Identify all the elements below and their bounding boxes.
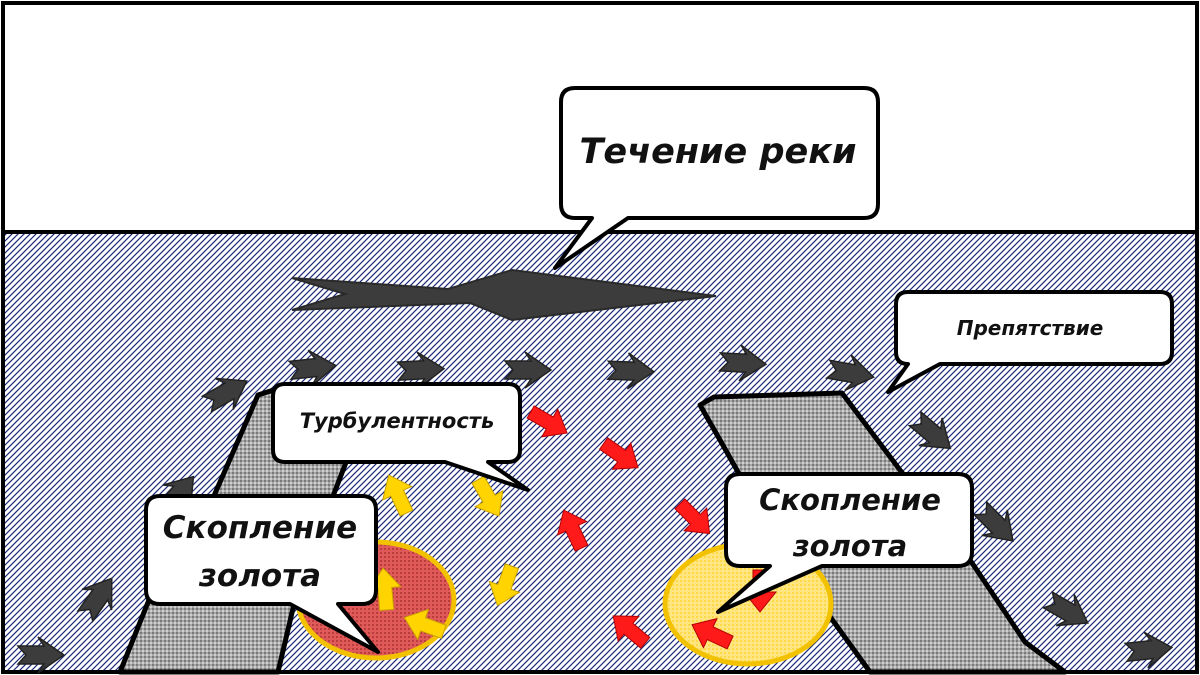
gold-right-label-line2: золота <box>792 529 907 563</box>
gold-left-label-line2: золота <box>198 558 321 594</box>
gold-left-label-line1: Скопление <box>163 510 357 546</box>
main-flow-arrow <box>291 268 717 322</box>
turbulence-label: Турбулентность <box>300 409 495 433</box>
obstacle-callout <box>886 290 1174 394</box>
river-flow-callout <box>553 86 880 270</box>
gold-left-callout <box>144 494 380 654</box>
obstacle-label: Препятствие <box>957 316 1104 340</box>
gold-right-callout <box>716 472 974 614</box>
turbulence-callout <box>271 382 530 492</box>
river-flow-label: Течение реки <box>579 132 856 172</box>
gold-right-label-line1: Скопление <box>759 483 941 517</box>
